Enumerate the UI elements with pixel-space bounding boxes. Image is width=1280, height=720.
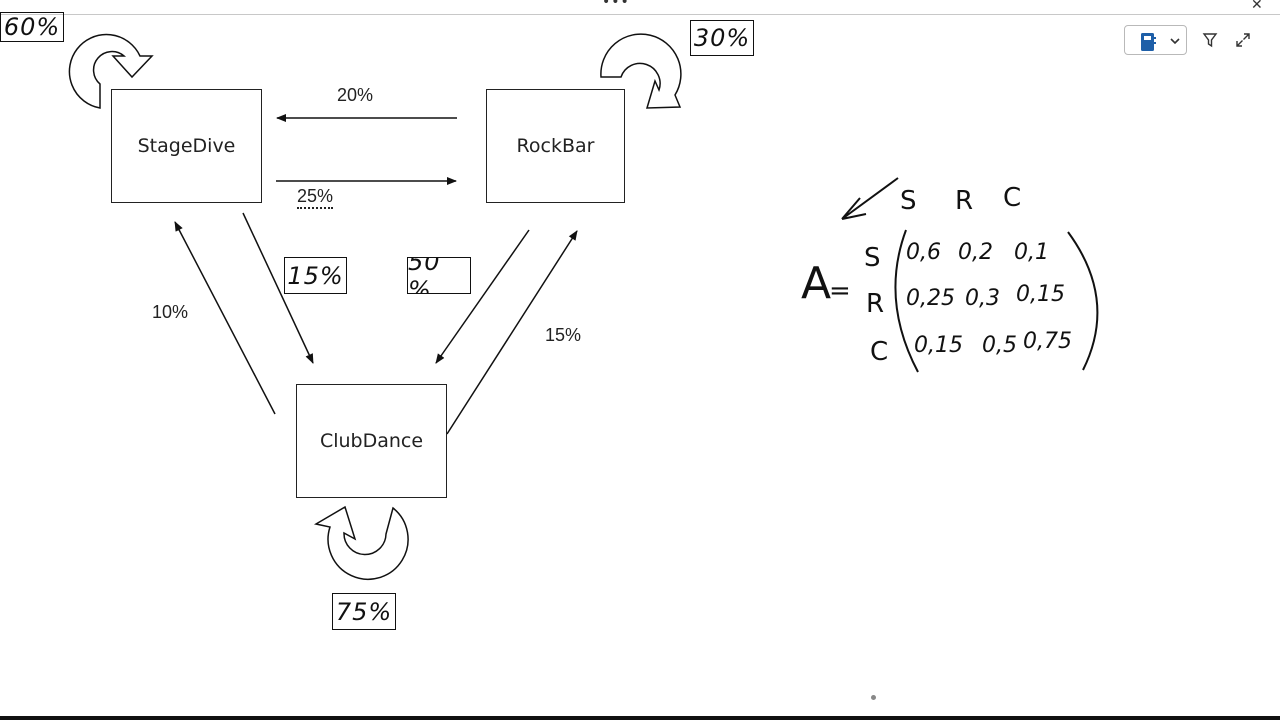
self-loop-label-clubdance: 75% [332, 593, 396, 630]
filter-icon[interactable] [1202, 32, 1218, 48]
close-icon[interactable]: ✕ [1251, 0, 1263, 13]
self-loop-rockbar-icon [600, 33, 682, 109]
matrix-row-header-s: S [864, 243, 881, 273]
notebook-icon [1141, 33, 1156, 51]
self-loop-stagedive-icon [68, 33, 154, 109]
window-bottom-border [0, 716, 1280, 720]
self-loop-clubdance-icon [313, 505, 409, 581]
edge-label-club-to-rock: 15% [545, 325, 582, 345]
node-clubdance: ClubDance [296, 384, 447, 498]
node-stagedive: StageDive [111, 89, 262, 203]
matrix-left-bracket [894, 229, 919, 373]
edge-stagedive-to-clubdance [242, 212, 314, 364]
edge-clubdance-to-rockbar [446, 230, 578, 435]
matrix-col-header-c: C [1003, 183, 1022, 213]
more-options-icon[interactable]: ••• [602, 0, 630, 10]
self-loop-label-stagedive: 60% [0, 12, 64, 42]
matrix-cell-2-2: 0,75 [1023, 329, 1072, 354]
matrix-equals: = [829, 276, 851, 306]
edge-label-rock-to-club: 50 % [407, 257, 471, 294]
matrix-cell-1-1: 0,3 [965, 286, 1000, 311]
handwritten-arrow-icon [841, 177, 899, 220]
matrix-cell-1-2: 0,15 [1016, 282, 1065, 307]
toolbar [1124, 25, 1264, 57]
matrix-row-header-r: R [866, 289, 885, 319]
matrix-row-header-c: C [870, 337, 889, 367]
edge-rockbar-to-clubdance [435, 229, 530, 364]
window-top-bar: ••• ✕ [0, 0, 1280, 15]
self-loop-label-rockbar: 30% [690, 20, 754, 56]
edge-label-club-to-stage: 10% [152, 302, 189, 322]
matrix-drawing [841, 177, 1099, 373]
notebook-selector[interactable] [1124, 25, 1187, 55]
matrix-cell-0-1: 0,2 [958, 240, 993, 265]
edge-label-stage-to-club: 15% [284, 257, 347, 294]
edge-clubdance-to-stagedive [174, 221, 276, 415]
matrix-right-bracket [1067, 231, 1099, 371]
node-rockbar: RockBar [486, 89, 625, 203]
matrix-cell-1-0: 0,25 [906, 286, 955, 311]
matrix-cell-2-0: 0,15 [914, 333, 963, 358]
matrix-cell-0-2: 0,1 [1014, 240, 1049, 265]
matrix-col-header-r: R [955, 186, 974, 216]
edge-label-stage-to-rock: 25% [297, 186, 334, 209]
expand-icon[interactable] [1235, 32, 1251, 48]
matrix-cell-2-1: 0,5 [982, 333, 1017, 358]
matrix-col-header-s: S [900, 186, 917, 216]
matrix-cell-0-0: 0,6 [906, 240, 941, 265]
matrix-name: A [801, 258, 832, 309]
edge-label-rock-to-stage: 20% [337, 85, 374, 105]
chevron-down-icon [1170, 38, 1180, 45]
scroll-indicator [871, 695, 876, 700]
